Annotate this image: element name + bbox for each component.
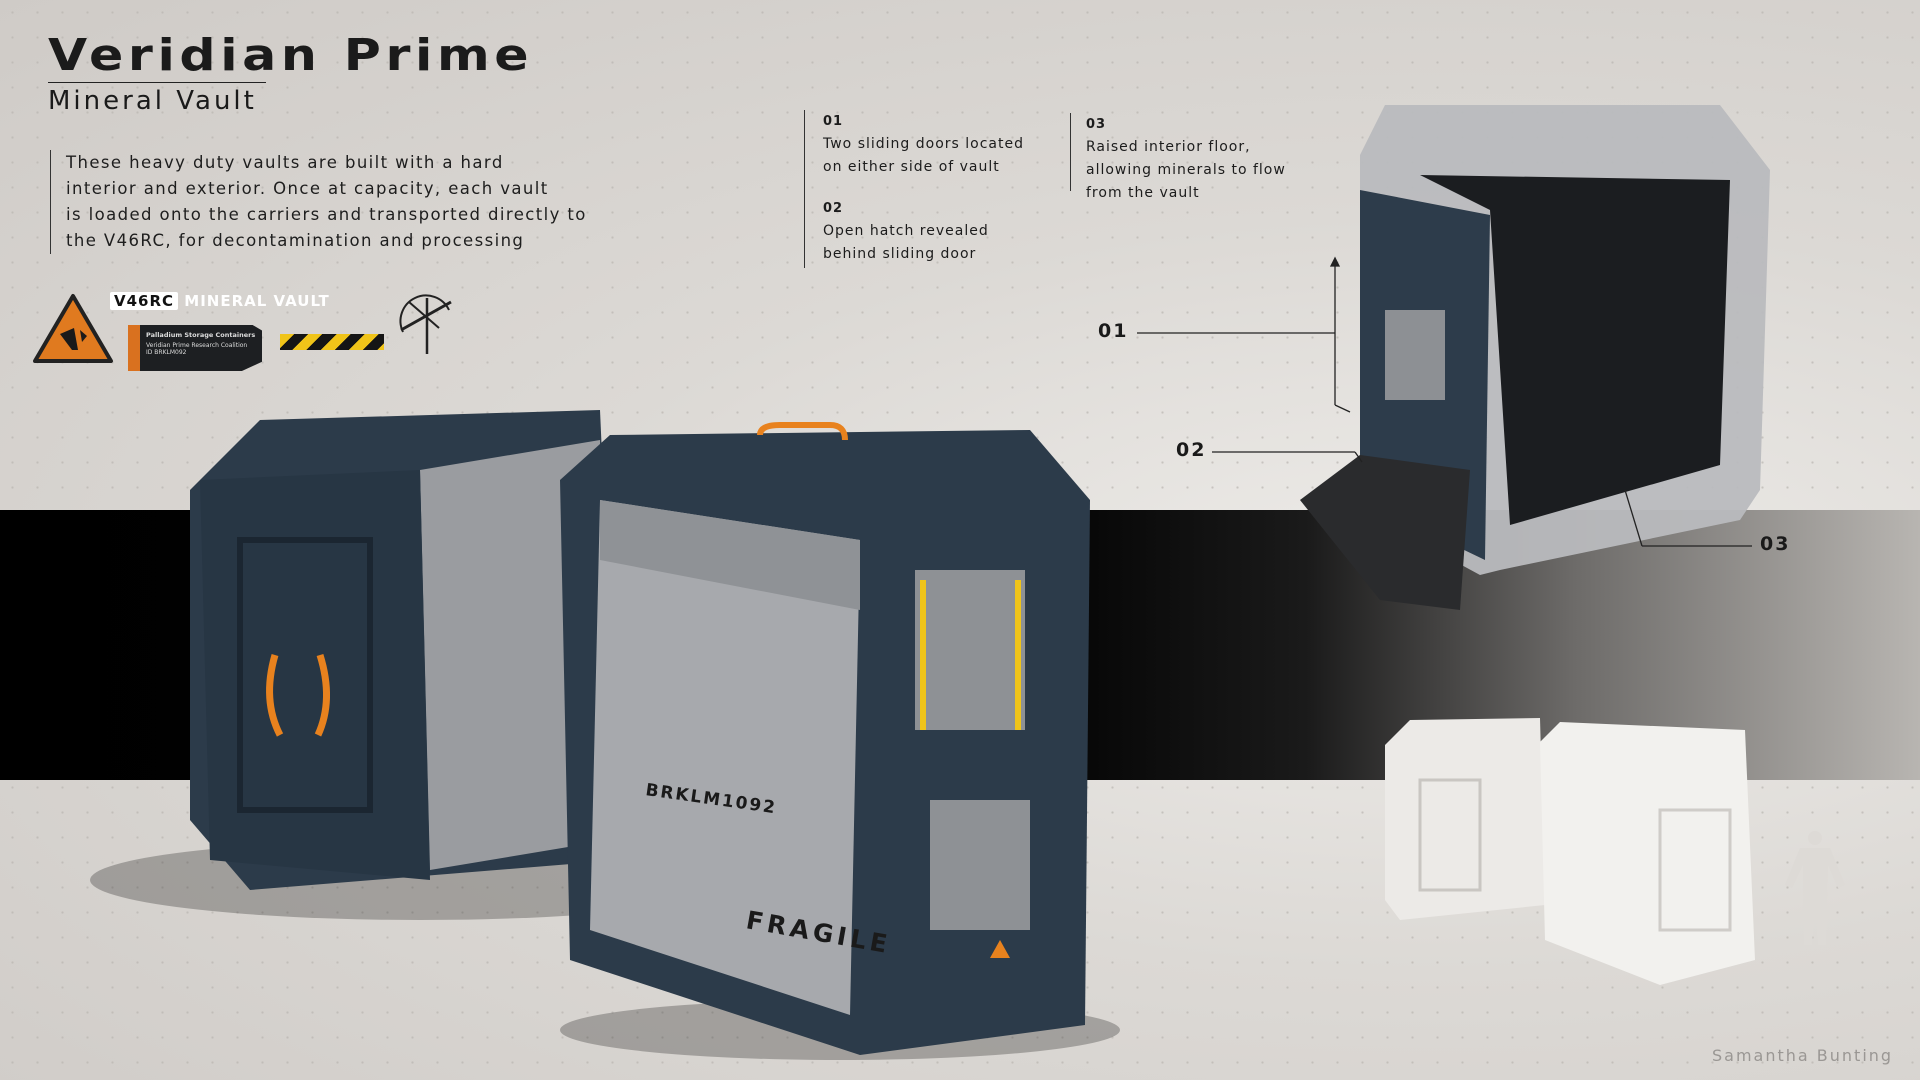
artist-signature: Samantha Bunting bbox=[1712, 1046, 1894, 1065]
crosshair-emblem-icon bbox=[399, 294, 452, 354]
title-divider bbox=[48, 82, 266, 83]
crush-hazard-warning-icon bbox=[33, 294, 113, 363]
note-text: Two sliding doors located bbox=[823, 136, 1024, 152]
note-text: allowing minerals to flow bbox=[1086, 162, 1286, 178]
human-scale-figure bbox=[1785, 831, 1845, 945]
callout-lines bbox=[1137, 256, 1752, 547]
note-text: Raised interior floor, bbox=[1086, 139, 1251, 155]
cutaway-vault bbox=[1300, 105, 1770, 610]
description: These heavy duty vaults are built with a… bbox=[50, 150, 666, 254]
page-title: Veridian Prime bbox=[48, 30, 534, 81]
description-line: These heavy duty vaults are built with a… bbox=[66, 153, 504, 172]
front-vault: BRKLM1092 FRAGILE bbox=[560, 422, 1120, 1060]
badge-line: Veridian Prime Research Coalition bbox=[146, 342, 248, 349]
notes-column-right: 03 Raised interior floor, allowing miner… bbox=[1070, 113, 1286, 201]
description-line: interior and exterior. Once at capacity,… bbox=[66, 179, 549, 198]
note-number: 02 bbox=[823, 201, 844, 216]
note-text: on either side of vault bbox=[823, 159, 1000, 175]
mineral-vault-label: MINERAL VAULT bbox=[184, 292, 330, 310]
scale-reference-render bbox=[1385, 718, 1845, 985]
v46rc-mineral-vault-logo: V46RC MINERAL VAULT bbox=[110, 292, 330, 310]
page-subtitle: Mineral Vault bbox=[48, 86, 257, 116]
palladium-storage-badge: Palladium Storage Containers Veridian Pr… bbox=[128, 325, 262, 371]
callout-01: 01 bbox=[1098, 320, 1129, 342]
note-number: 03 bbox=[1086, 117, 1107, 132]
note-text: from the vault bbox=[1086, 185, 1200, 201]
v46rc-label: V46RC bbox=[110, 292, 179, 310]
badge-title: Palladium Storage Containers bbox=[146, 331, 256, 339]
badge-accent bbox=[128, 325, 140, 371]
note-text: behind sliding door bbox=[823, 246, 977, 262]
callout-02: 02 bbox=[1176, 439, 1207, 461]
notes-column-left: 01 Two sliding doors located on either s… bbox=[804, 110, 1024, 268]
description-line: the V46RC, for decontamination and proce… bbox=[66, 231, 525, 250]
hazard-stripe bbox=[280, 334, 384, 350]
description-line: is loaded onto the carriers and transpor… bbox=[66, 205, 587, 224]
note-text: Open hatch revealed bbox=[823, 223, 989, 239]
note-number: 01 bbox=[823, 114, 844, 129]
badge-line: ID BRKLM092 bbox=[146, 349, 187, 356]
callout-03: 03 bbox=[1760, 533, 1791, 555]
